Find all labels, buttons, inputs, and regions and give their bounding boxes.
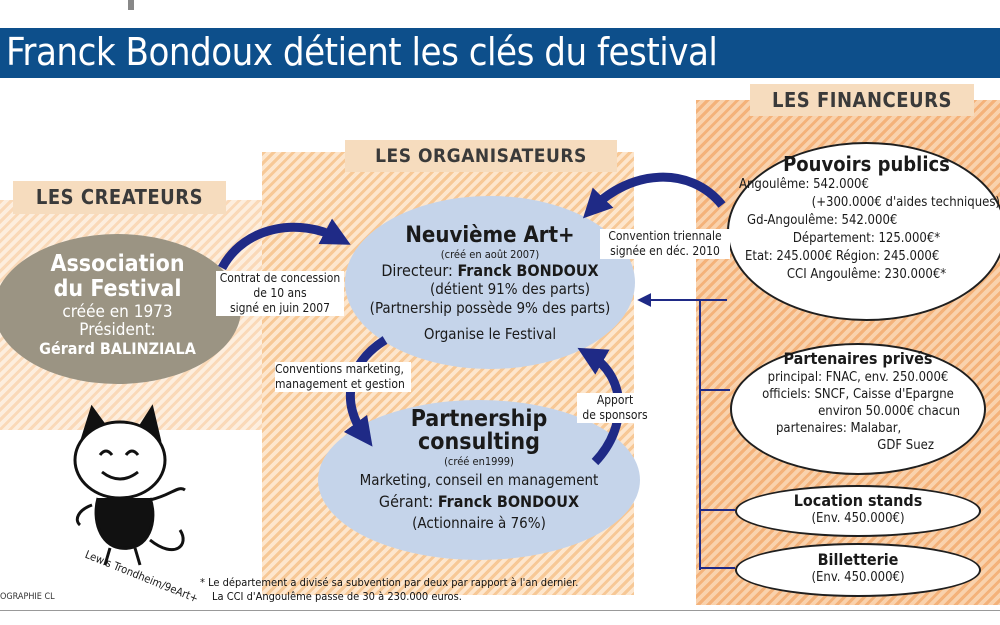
association-created: créée en 1973 [62,301,173,322]
bottom-rule [0,610,1000,611]
arrow-convention [582,172,726,219]
label-conventions-marketing: Conventions marketing, management et ges… [275,362,411,392]
association-president: Gérard BALINZIALA [39,338,196,358]
label-contrat: Contrat de concession de 10 ans signé en… [216,271,344,316]
location-title: Location stands [793,491,923,510]
association-oval: Association du Festival créée en 1973 Pr… [0,234,241,384]
association-name-2: du Festival [53,276,182,303]
pv-line-4: GDF Suez [877,438,934,453]
neuvieme-created: (créé en août 2007) [440,248,540,261]
label-contrat-line-2: signé en juin 2007 [230,301,330,315]
pp-line-0: Angoulême: 542.000€ [739,177,869,192]
neuvieme-director: Franck BONDOUX [457,261,599,280]
pp-line-4: Etat: 245.000€ Région: 245.000€ [745,249,940,264]
label-convention-line-0: Convention triennale [608,229,722,243]
pouvoirs-publics-oval: Pouvoirs publics Angoulême: 542.000€ (+3… [727,142,1000,321]
label-conventions-line-0: Conventions marketing, [275,362,404,376]
arrow-contrat [218,218,351,271]
neuvieme-parts-1: (détient 91% des parts) [429,280,591,298]
label-convention: Convention triennale signée en déc. 2010 [600,229,730,259]
location-stands-oval: Location stands (Env. 450.000€) [735,485,981,537]
billetterie-title: Billetterie [817,550,899,569]
label-organisateurs: LES ORGANISATEURS [345,140,617,172]
footnote-line-0: * Le département a divisé sa subvention … [200,576,579,589]
pv-line-2: environ 50.000€ chacun [818,404,960,419]
footnote-line-1: La CCI d'Angoulême passe de 30 à 230.000… [212,590,462,603]
label-apport-line-0: Apport [596,393,634,407]
partnership-manager-label: Gérant: [378,492,434,511]
label-contrat-line-1: de 10 ans [253,286,307,300]
partnership-activity: Marketing, conseil en management [359,471,599,489]
page-title: Franck Bondoux détient les clés du festi… [6,30,718,74]
partnership-name-2: consulting [418,429,540,455]
pp-line-1: (+300.000€ d'aides techniques) [811,195,1000,210]
neuvieme-director-label: Directeur: [381,261,453,280]
label-conventions-line-1: management et gestion [275,377,405,391]
label-financeurs: LES FINANCEURS [750,84,974,116]
pp-line-3: Département: 125.000€* [792,231,941,246]
partenaires-title: Partenaires privés [783,349,933,368]
neuvieme-name: Neuvième Art+ [405,223,575,248]
partenaires-prives-oval: Partenaires privés principal: FNAC, env.… [730,343,986,475]
cat-illustration [73,404,186,566]
pouvoirs-publics-title: Pouvoirs publics [783,152,950,176]
partnership-name-1: Partnership [410,406,548,432]
label-contrat-line-0: Contrat de concession [219,271,341,285]
neuvieme-parts-2: (Partnership possède 9% des parts) [369,299,611,317]
association-president-label: Président: [79,320,156,341]
neuvieme-art-oval: Neuvième Art+ (créé en août 2007) Direct… [345,196,635,369]
label-apport: Apport de sponsors [577,393,653,423]
association-name-1: Association [50,251,185,277]
partnership-oval: Partnership consulting (créé en1999) Mar… [318,400,640,560]
top-mark [128,0,134,10]
pp-line-2: Gd-Angoulême: 542.000€ [747,213,898,228]
pv-line-3: partenaires: Malabar, [776,421,902,436]
footnote: * Le département a divisé sa subvention … [200,576,578,604]
neuvieme-role: Organise le Festival [423,325,557,343]
partnership-manager: Franck BONDOUX [437,492,580,511]
billetterie-amount: (Env. 450.000€) [811,570,905,585]
label-createurs: LES CREATEURS [13,181,226,214]
pp-line-5: CCI Angoulême: 230.000€* [786,267,947,282]
pv-line-0: principal: FNAC, env. 250.000€ [767,370,949,385]
partnership-share: (Actionnaire à 76%) [412,514,546,532]
location-amount: (Env. 450.000€) [811,511,905,526]
label-convention-line-1: signée en déc. 2010 [610,244,720,258]
pv-line-1: officiels: SNCF, Caisse d'Epargne [762,387,954,402]
billetterie-oval: Billetterie (Env. 450.000€) [735,543,981,597]
label-apport-line-1: de sponsors [582,408,648,422]
partnership-created: (créé en1999) [444,455,514,468]
title-bar [0,28,1000,78]
photo-credit: OGRAPHIE CL [0,592,55,602]
